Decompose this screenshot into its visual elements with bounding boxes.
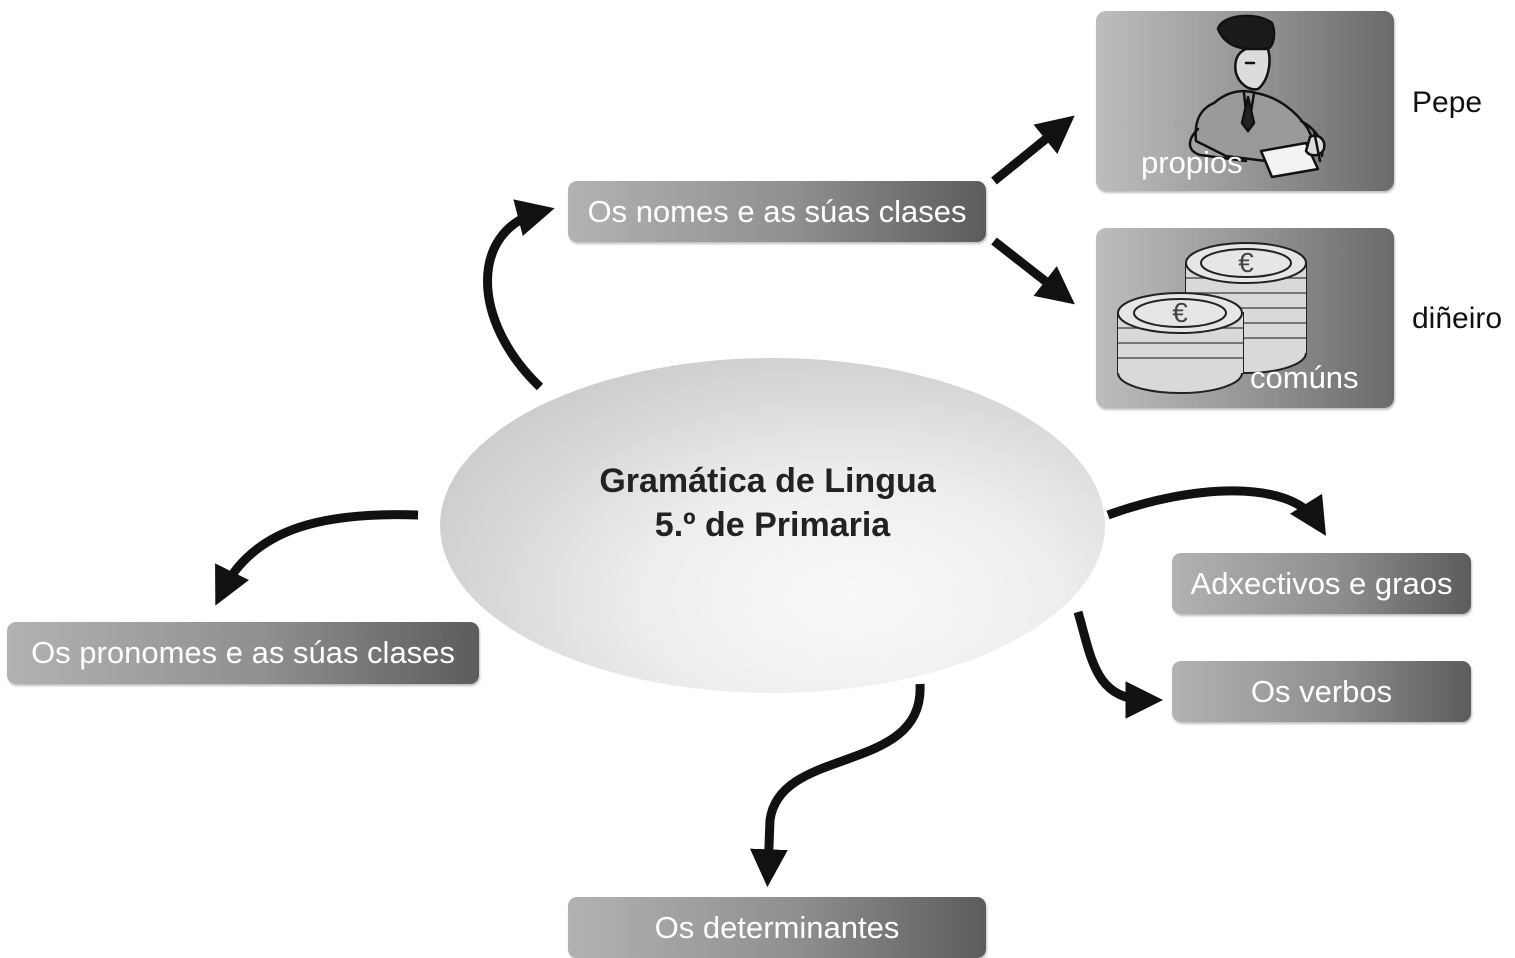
euro-coins-icon: € € bbox=[1117, 242, 1307, 394]
arrow-to-propios bbox=[991, 115, 1075, 185]
topic-pronomes-label: Os pronomes e as súas clases bbox=[31, 635, 455, 670]
topic-adxectivos-label: Adxectivos e graos bbox=[1190, 565, 1453, 601]
arrow-to-nomes bbox=[483, 199, 555, 391]
topic-pronomes-box: Os pronomes e as súas clases bbox=[7, 622, 479, 684]
svg-text:€: € bbox=[1238, 247, 1254, 278]
topic-verbos-label: Os verbos bbox=[1250, 673, 1393, 709]
topic-verbos-box: Os verbos bbox=[1172, 661, 1471, 722]
central-topic-title: Gramática de Lingua bbox=[599, 462, 936, 500]
arrow-to-verbos bbox=[1073, 610, 1164, 719]
arrow-to-adxectivos bbox=[1106, 486, 1327, 536]
arrow-to-determinantes bbox=[749, 683, 925, 888]
topic-determinantes-box: Os determinantes bbox=[568, 897, 986, 958]
example-propios: Pepe bbox=[1412, 86, 1483, 119]
central-topic-grade: 5.º de Primaria bbox=[654, 506, 891, 544]
example-comuns: diñeiro bbox=[1412, 302, 1503, 335]
card-comuns-label: comúns bbox=[1250, 360, 1359, 395]
svg-text:€: € bbox=[1172, 297, 1188, 328]
card-comuns: € € comúns bbox=[1096, 228, 1394, 408]
man-writing-icon bbox=[1188, 14, 1326, 179]
topic-nomes-label: Os nomes e as súas clases bbox=[587, 193, 967, 229]
card-propios: propios bbox=[1096, 11, 1394, 191]
arrow-to-pronomes bbox=[215, 510, 419, 606]
card-propios-label: propios bbox=[1141, 145, 1243, 180]
topic-adxectivos-box: Adxectivos e graos bbox=[1172, 553, 1471, 614]
arrow-to-comuns bbox=[991, 237, 1075, 305]
topic-nomes-box: Os nomes e as súas clases bbox=[568, 181, 986, 242]
central-topic-ellipse: Gramática de Lingua 5.º de Primaria bbox=[440, 358, 1105, 693]
topic-determinantes-label: Os determinantes bbox=[654, 909, 900, 945]
